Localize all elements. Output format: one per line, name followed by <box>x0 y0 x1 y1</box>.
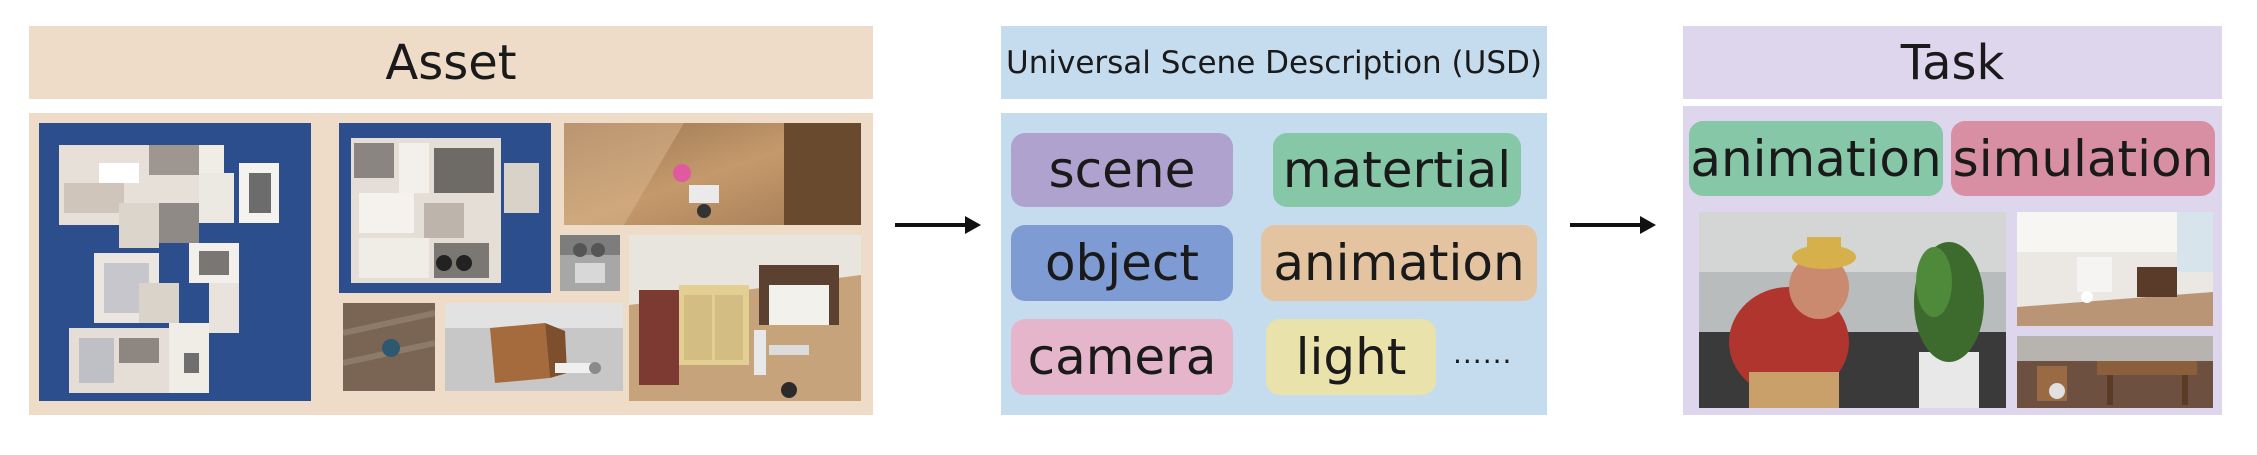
task-title: Task <box>1900 34 2005 91</box>
render-image-character <box>1699 212 2006 408</box>
usd-panel: scene matertial object animation camera … <box>1001 113 1547 415</box>
asset-panel <box>29 113 873 415</box>
floorplan-image-small <box>339 123 551 293</box>
asset-header: Asset <box>29 26 873 99</box>
render-image-sim-room <box>2017 212 2213 326</box>
task-tag-animation: animation <box>1689 121 1943 196</box>
asset-title: Asset <box>385 34 517 91</box>
floorplan-image-large <box>39 123 311 401</box>
render-image-robot-arm <box>560 235 620 291</box>
tag-animation: animation <box>1261 225 1537 301</box>
tag-material: matertial <box>1273 133 1521 207</box>
render-image-sim-dining <box>2017 336 2213 408</box>
task-header: Task <box>1683 26 2222 99</box>
task-panel: animation simulation <box>1683 106 2222 415</box>
usd-header: Universal Scene Description (USD) <box>1001 26 1547 99</box>
task-tag-simulation: simulation <box>1951 121 2215 196</box>
render-image-vacuum <box>343 303 435 391</box>
tag-object: object <box>1011 225 1233 301</box>
arrow-right-icon <box>1570 216 1656 234</box>
arrow-right-icon <box>895 216 981 234</box>
render-image-drawer <box>445 303 623 391</box>
tag-camera: camera <box>1011 319 1233 395</box>
tag-light: light <box>1266 319 1436 395</box>
render-image-kitchen <box>629 235 861 401</box>
ellipsis-text: ...... <box>1453 337 1513 370</box>
usd-title: Universal Scene Description (USD) <box>1006 44 1542 81</box>
render-image-robot-floor <box>564 123 861 225</box>
tag-scene: scene <box>1011 133 1233 207</box>
